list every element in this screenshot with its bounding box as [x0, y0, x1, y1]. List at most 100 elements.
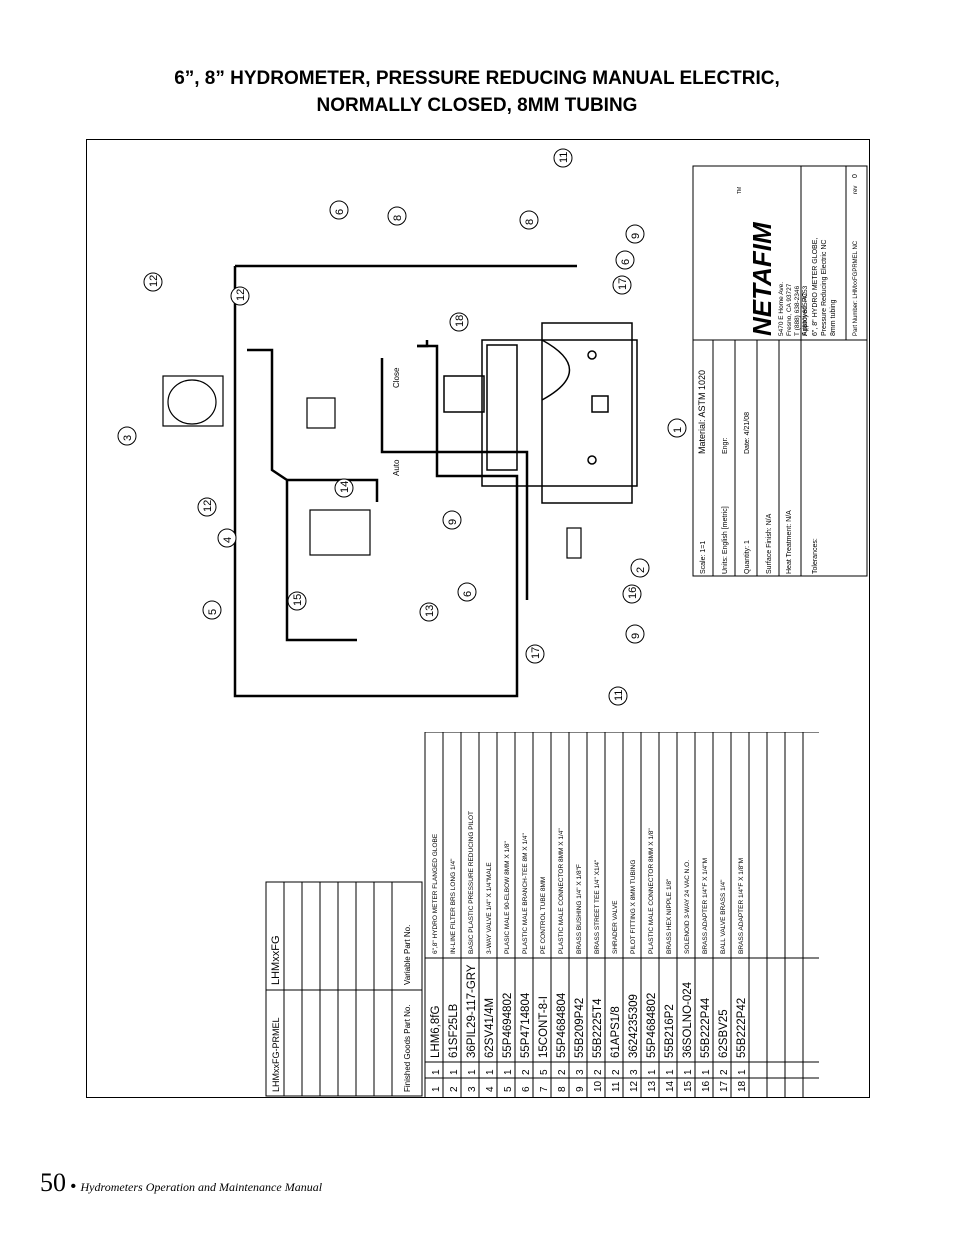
callout-14: 14 — [334, 478, 354, 498]
page-title-line-1: 6”, 8” HYDROMETER, PRESSURE REDUCING MAN… — [174, 68, 780, 89]
callout-17: 17 — [525, 644, 545, 664]
bom-description: PLASIC MALE 90-ELBOW 8MM X 1/8" — [504, 840, 511, 954]
tb-part-number: Part Number: LHMxxFGPRMEL NC — [853, 240, 859, 336]
callout-18: 18 — [449, 312, 469, 332]
bom-description: 6",8" HYDRO METER FLANGED GLOBE — [432, 833, 439, 954]
callout-9: 9 — [625, 624, 645, 644]
bom-item: 5 — [503, 1086, 514, 1092]
footer-separator: • — [70, 1178, 77, 1195]
callout-6: 6 — [457, 582, 477, 602]
tb-address-line: 5470 E Home Ave. — [778, 282, 785, 336]
bom-qty: 1 — [737, 1069, 748, 1075]
pilot-assembly — [162, 375, 582, 559]
schematic-drawing: 1234568911121314151617186896911121217Clo… — [117, 148, 687, 706]
bom-part-no: 15CONT-8-I — [538, 996, 550, 1058]
page-footer: 50 • Hydrometers Operation and Maintenan… — [40, 1168, 322, 1198]
bom-qty: 1 — [485, 1069, 496, 1075]
bom-qty: 3 — [629, 1069, 640, 1075]
finished-value: LHMxxFG-PRMEL — [271, 1017, 281, 1092]
callout-label: 12 — [235, 289, 247, 301]
callout-12: 12 — [230, 286, 250, 306]
bom-item: 3 — [467, 1086, 478, 1092]
bom-part-no: 55P4684804 — [556, 992, 568, 1058]
tb-description-line: 6", 8" HYDRO METER GLOBE, — [812, 238, 819, 336]
bom-qty: 1 — [701, 1069, 712, 1075]
bom-part-no: 55B222P44 — [700, 997, 712, 1058]
bill-of-materials: 1 1 LHM6,8fG 6",8" HYDRO METER FLANGED GLOB… — [269, 732, 819, 1098]
bom-part-no: 55P4684802 — [646, 993, 658, 1058]
callout-label: 17 — [617, 278, 629, 290]
callout-label: 6 — [462, 591, 474, 597]
bom-item: 2 — [449, 1086, 460, 1092]
variable-header: Variable Part No. — [403, 925, 412, 985]
callout-label: 8 — [524, 219, 536, 225]
callout-label: 3 — [122, 435, 134, 441]
callout-label: 11 — [558, 152, 570, 163]
tb-surface: Surface Finish: N/A — [766, 513, 773, 574]
callout-6: 6 — [615, 250, 635, 270]
bom-description: SHRADER VALVE — [612, 900, 619, 954]
tb-quantity: Quantity: 1 — [744, 540, 751, 574]
bom-qty: 2 — [719, 1069, 730, 1075]
callout-label: 16 — [627, 587, 639, 599]
bom-description: SOLENOID 3-WAY 24 VAC N.O. — [684, 860, 691, 954]
bom-qty: 1 — [449, 1069, 460, 1075]
callout-label: 1 — [672, 427, 684, 433]
tb-material: Material: ASTM 1020 — [697, 370, 707, 454]
callout-label: 17 — [530, 647, 542, 659]
callout-6: 6 — [329, 200, 349, 220]
bom-part-no: LHM6,8fG — [430, 1006, 442, 1058]
bom-part-no: 61SF25LB — [448, 1003, 460, 1058]
bom-item: 13 — [647, 1080, 658, 1092]
bom-description: BRASS HEX NIPPLE 1/8" — [666, 878, 673, 954]
bom-part-no: 55P4714804 — [520, 992, 532, 1058]
bom-qty: 1 — [647, 1069, 658, 1075]
bom-part-no: 55B216P2 — [664, 1004, 676, 1058]
tb-description-line: 8mm tubing — [830, 299, 837, 336]
callout-9: 9 — [442, 510, 462, 530]
bom-description: BALL VALVE BRASS 1/4" — [720, 879, 727, 954]
bom-part-no: 55B209P42 — [574, 998, 586, 1058]
callout-label: 8 — [392, 215, 404, 221]
main-valve-body — [443, 322, 638, 504]
bom-qty: 3 — [575, 1069, 586, 1075]
bom-qty: 2 — [557, 1069, 568, 1075]
bom-part-no: 55B2225T4 — [592, 998, 604, 1058]
page-number: 50 — [40, 1168, 66, 1197]
bom-item: 12 — [629, 1080, 640, 1092]
bom-grid: 1 1 LHM6,8fG 6",8" HYDRO METER FLANGED GLOB… — [424, 732, 819, 1098]
bom-part-no: 36SOLNO-024 — [682, 981, 694, 1058]
close-label: Close — [392, 367, 401, 388]
callout-label: 2 — [635, 567, 647, 573]
bom-description: PLASTIC MALE CONNECTOR 8MM X 1/4" — [558, 828, 565, 954]
tb-address-line: Fresno, CA 93727 — [786, 283, 793, 336]
tb-date: Date: 4/21/08 — [744, 412, 751, 454]
tb-address-line: T (888) 638-2346 — [794, 286, 801, 336]
tb-rev-label: rev — [853, 186, 859, 194]
bom-description: PLASTIC MALE CONNECTOR 8MM X 1/8" — [648, 828, 655, 954]
callout-9: 9 — [625, 224, 645, 244]
netafim-logo: NETAFIM — [747, 221, 777, 336]
callout-label: 9 — [630, 233, 642, 239]
callout-4: 4 — [217, 528, 237, 548]
callout-label: 12 — [148, 275, 160, 287]
callout-12: 12 — [143, 272, 163, 292]
bom-qty: 1 — [683, 1069, 694, 1075]
bom-qty: 2 — [611, 1069, 622, 1075]
bom-item: 17 — [719, 1080, 730, 1092]
callout-label: 11 — [613, 690, 625, 701]
page-title-line-2: NORMALLY CLOSED, 8MM TUBING — [316, 95, 638, 116]
tb-engr: Engr: — [722, 437, 729, 454]
tb-address-line: F (800) 695-4753 — [802, 285, 809, 336]
tb-units: Units: English [metric] — [722, 506, 729, 574]
tb-rev: 0 — [852, 174, 859, 178]
bom-item: 14 — [665, 1080, 676, 1092]
bom-qty: 1 — [503, 1069, 514, 1075]
